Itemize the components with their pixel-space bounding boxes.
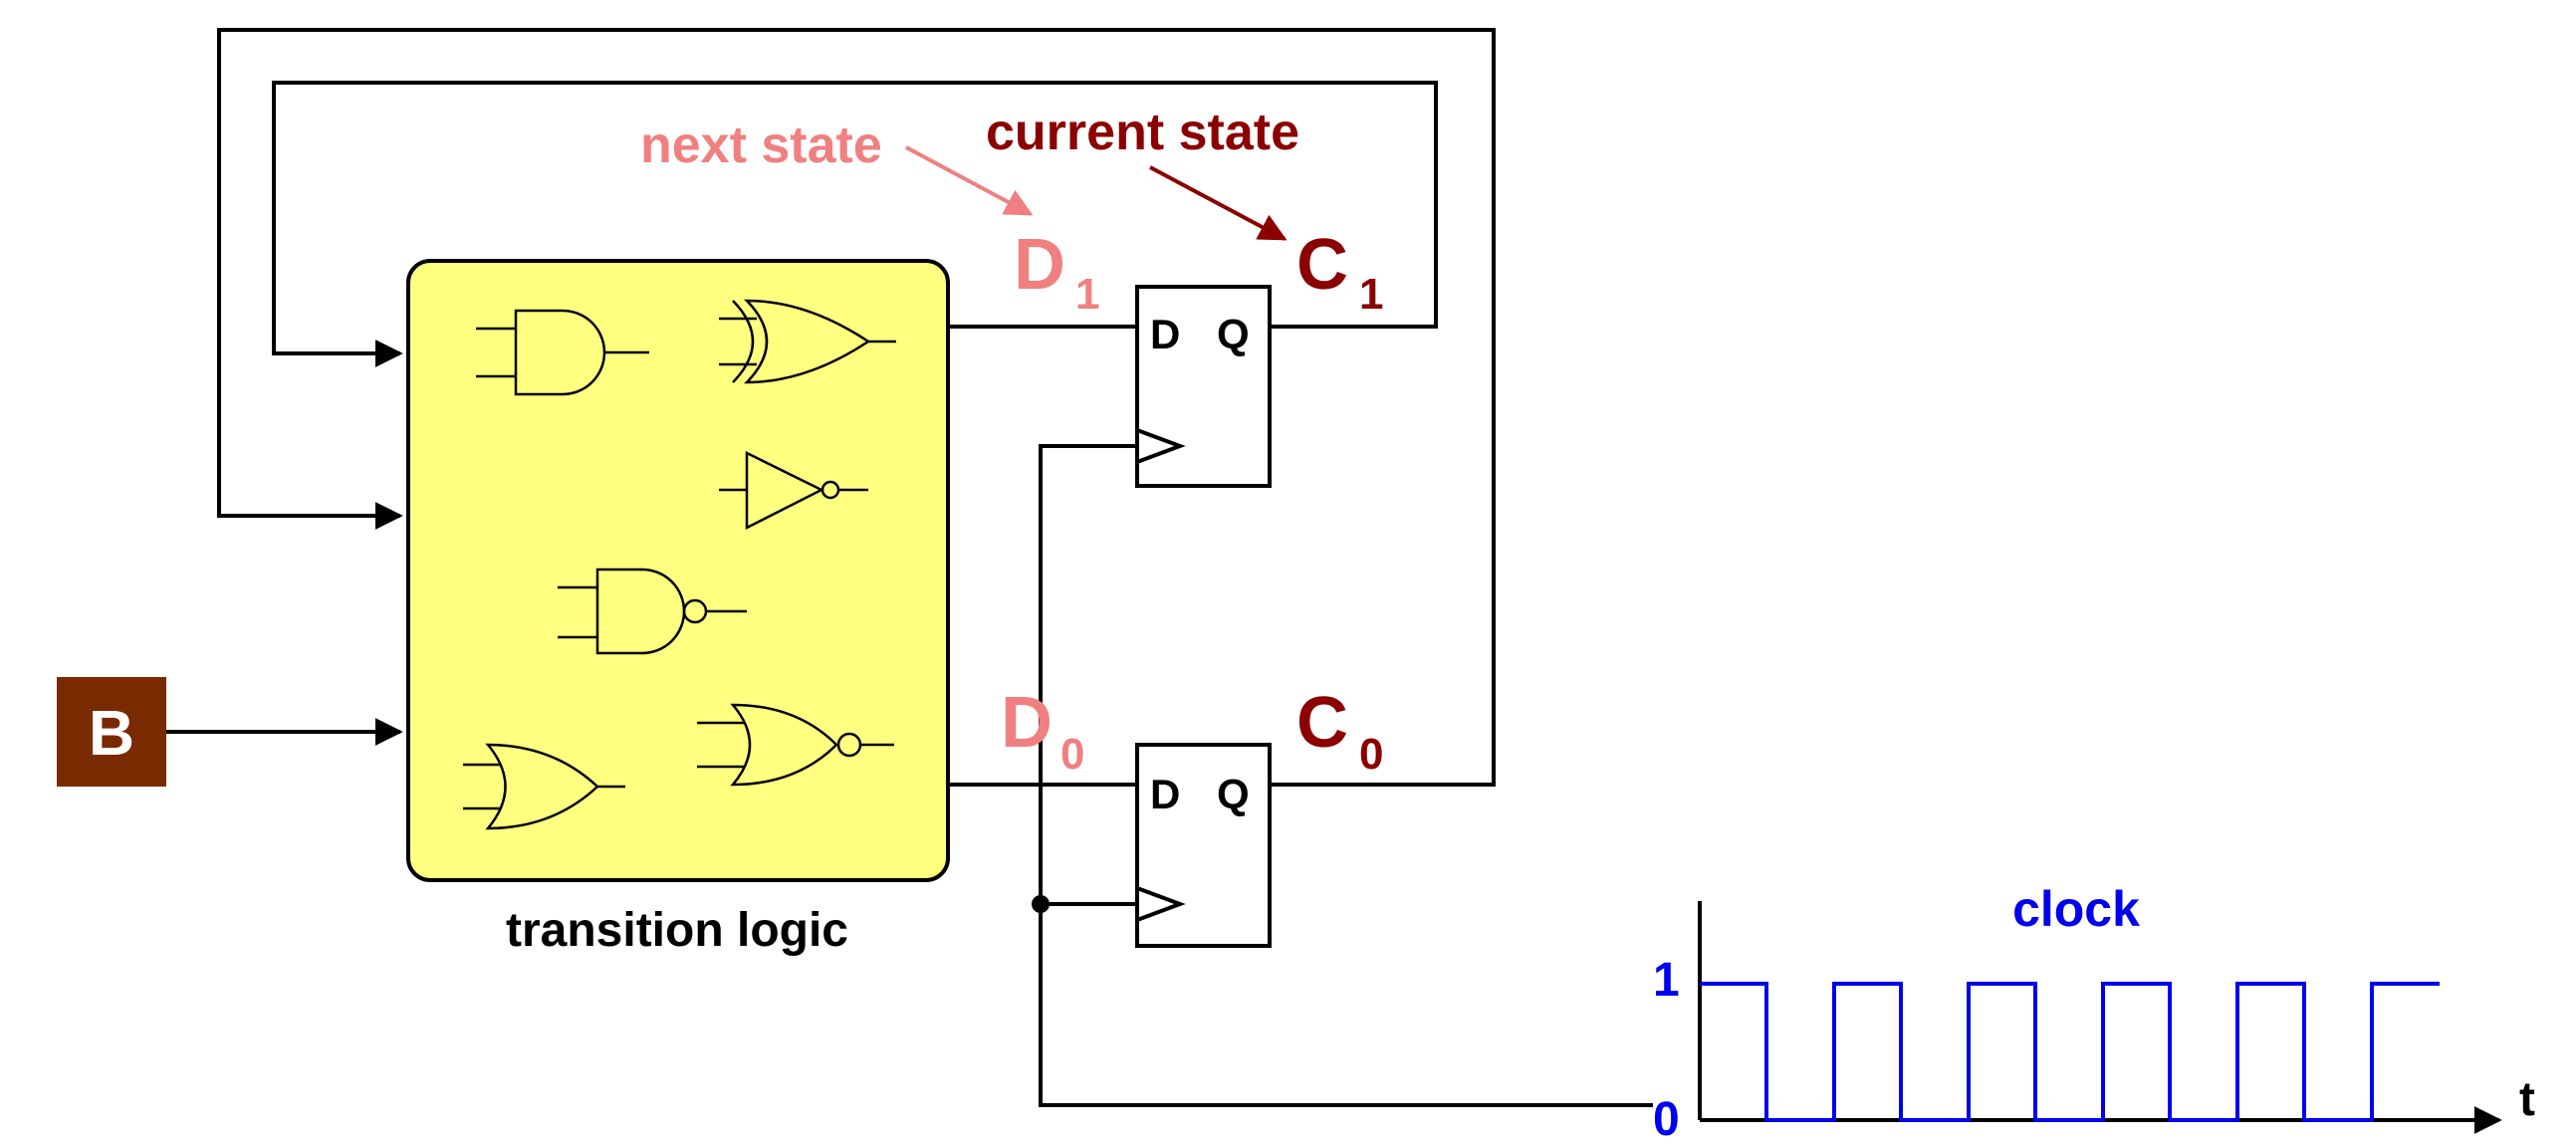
clock-wire-ff1	[1039, 444, 1653, 1107]
next-state-label: next state	[640, 116, 882, 174]
svg-text:0: 0	[1359, 730, 1383, 779]
nor-gate-icon	[697, 703, 894, 787]
ff0-d-label: D	[1150, 771, 1180, 817]
clock-level-1: 1	[1653, 954, 1680, 1007]
clock-signal	[1700, 982, 2440, 1122]
not-gate-icon	[719, 450, 868, 531]
flip-flop-1: D Q	[1135, 285, 1272, 488]
d0-label: D 0	[1001, 683, 1084, 779]
transition-logic-label: transition logic	[506, 904, 848, 957]
clock-waveform: t 1 0 clock	[1653, 881, 2535, 1144]
svg-text:D: D	[1014, 225, 1065, 305]
c0-label: C 0	[1296, 683, 1383, 779]
clock-title: clock	[2012, 881, 2140, 937]
transition-logic-block	[406, 259, 950, 882]
or-gate-icon	[463, 743, 625, 830]
next-state-arrow	[905, 145, 1034, 216]
svg-text:C: C	[1296, 683, 1348, 763]
svg-text:1: 1	[1075, 270, 1099, 319]
svg-text:0: 0	[1060, 730, 1084, 779]
input-b-box	[57, 677, 166, 787]
c1-label: C 1	[1296, 225, 1383, 319]
ff0-q-label: Q	[1217, 771, 1250, 817]
time-axis-label: t	[2519, 1073, 2535, 1126]
current-state-arrow	[1149, 165, 1288, 241]
feedback-wire-c1	[272, 81, 1438, 367]
svg-text:1: 1	[1359, 270, 1383, 319]
svg-text:D: D	[1001, 683, 1053, 763]
current-state-label: current state	[986, 104, 1299, 161]
nand-gate-icon	[558, 568, 747, 655]
flip-flop-0: D Q	[1135, 743, 1272, 948]
d1-label: D 1	[1014, 225, 1099, 319]
and-gate-icon	[476, 309, 649, 396]
clock-level-0: 0	[1653, 1093, 1680, 1144]
input-b-label: B	[89, 697, 134, 769]
clock-junction-dot	[1032, 895, 1050, 913]
ff1-d-label: D	[1150, 311, 1180, 357]
feedback-wire-c0	[217, 28, 1496, 787]
xor-gate-icon	[719, 299, 896, 384]
svg-text:C: C	[1296, 225, 1348, 305]
ff1-q-label: Q	[1217, 311, 1250, 357]
